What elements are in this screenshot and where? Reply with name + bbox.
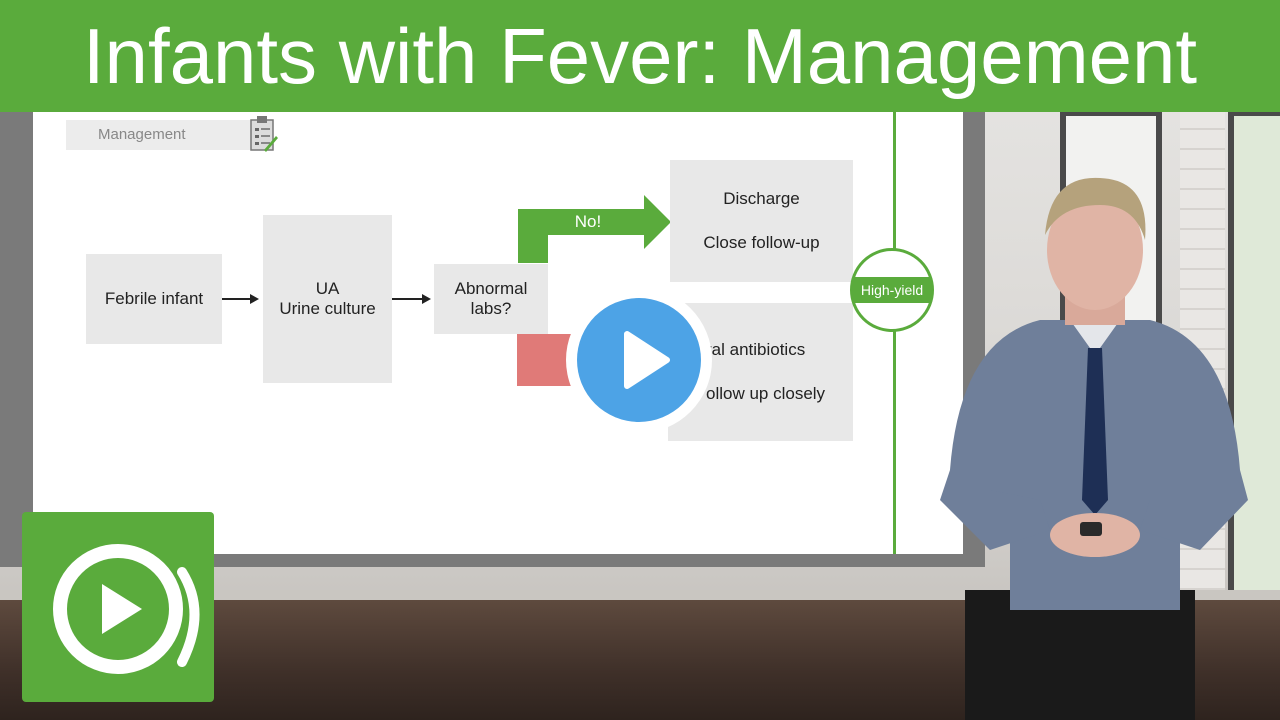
brand-logo-icon <box>53 544 200 674</box>
arrow-2-head <box>422 294 431 304</box>
presenter-figure <box>940 177 1248 720</box>
node-ua-line1: UA <box>315 279 340 298</box>
section-tag: Management <box>66 120 256 150</box>
play-button-inner[interactable] <box>577 298 701 422</box>
baseboard <box>0 590 1280 602</box>
node-ua: UA Urine culture <box>263 215 392 383</box>
no-label: No! <box>574 212 602 231</box>
clipboard-icon <box>248 114 278 154</box>
node-treatment-line2: ollow up closely <box>706 384 826 403</box>
title-bar <box>0 0 1280 112</box>
video-title: Infants with Fever: Management <box>82 12 1198 100</box>
arrow-2 <box>392 298 422 300</box>
divider-line <box>893 112 896 554</box>
high-yield-badge: High-yield <box>850 248 934 332</box>
node-abnormal-labs: Abnormal labs? <box>434 264 548 334</box>
node-abnormal-line1: Abnormal <box>454 279 528 298</box>
node-discharge: Discharge Close follow-up <box>670 160 853 282</box>
node-febrile-label: Febrile infant <box>104 289 204 308</box>
play-icon <box>624 331 670 389</box>
high-yield-label: High-yield <box>853 277 931 303</box>
play-button[interactable] <box>566 287 712 433</box>
node-treatment-line1: ral antibiotics <box>706 340 806 359</box>
node-ua-line2: Urine culture <box>279 299 376 318</box>
arrow-1 <box>222 298 250 300</box>
no-arrow <box>518 195 671 263</box>
brand-logo <box>22 512 214 702</box>
node-discharge-line1: Discharge <box>723 189 800 208</box>
node-febrile-infant: Febrile infant <box>86 254 222 344</box>
node-abnormal-line2: labs? <box>470 299 512 318</box>
arrow-1-head <box>250 294 259 304</box>
node-discharge-line2: Close follow-up <box>703 233 820 252</box>
